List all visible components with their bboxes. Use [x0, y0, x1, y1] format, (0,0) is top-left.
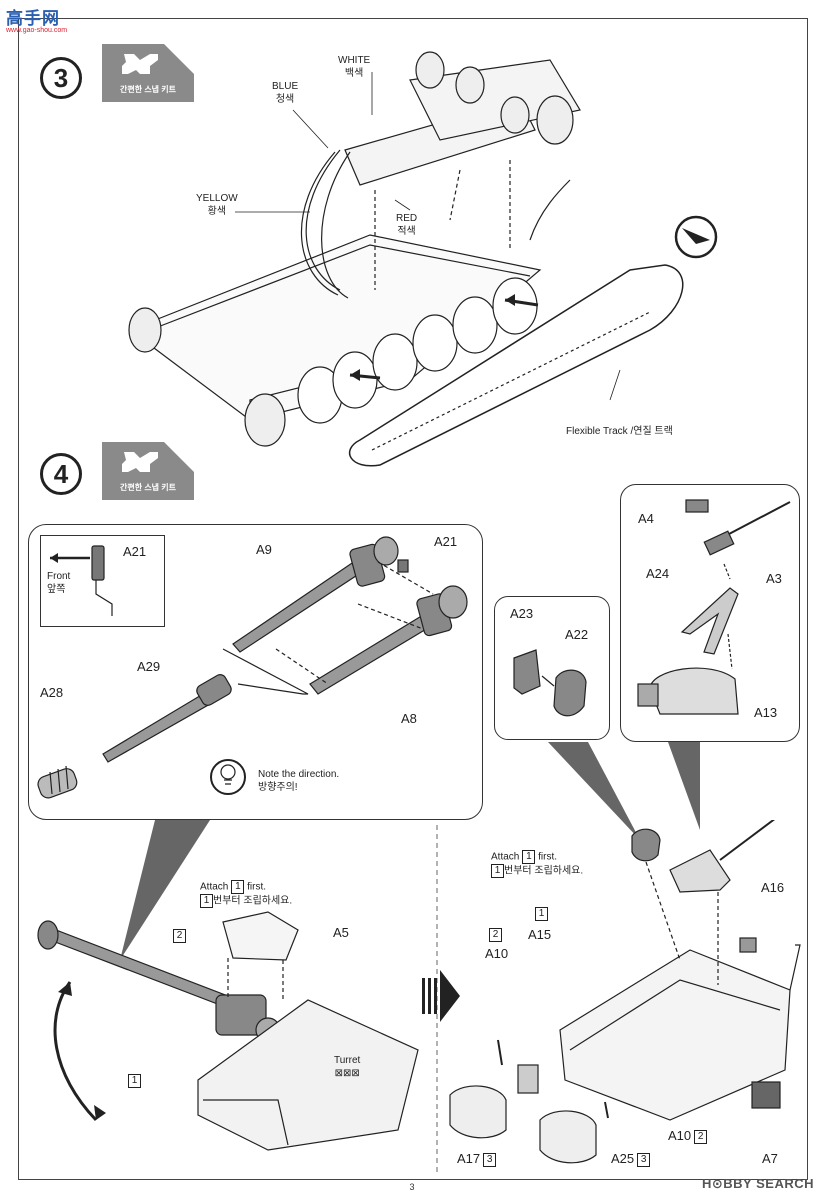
part-a5: A5 [333, 925, 349, 940]
part-a21: A21 [434, 534, 458, 549]
hull-box-2: 2 [486, 926, 502, 942]
watermark-logo: 高手网 www.gao-shou.com [6, 4, 67, 34]
part-a16: A16 [761, 880, 785, 895]
part-a4: A4 [638, 511, 654, 526]
page-number: 3 [409, 1182, 415, 1192]
part-a21-detail: A21 [123, 544, 147, 559]
part-a13: A13 [754, 705, 778, 720]
watermark-url: www.gao-shou.com [6, 27, 68, 34]
label-flexible-track: Flexible Track /연질 트랙 [566, 426, 673, 437]
snap-kit-badge-icon [102, 44, 194, 102]
part-a10-top: A10 [485, 946, 509, 961]
turret-label: Turret⊠⊠⊠ [334, 1055, 361, 1079]
part-a24: A24 [646, 566, 670, 581]
snap-kit-badge-icon [102, 442, 194, 500]
part-a23: A23 [510, 606, 534, 621]
badge-text: 간편한 스냅 키트 [120, 483, 176, 492]
gun-assembly-illustration [37, 536, 468, 799]
badge-text: 간편한 스냅 키트 [120, 85, 176, 94]
snap-kit-badge-step3: 간편한 스냅 키트 [102, 44, 194, 102]
note-direction: Note the direction.방향주의! [258, 769, 340, 793]
part-a22: A22 [565, 627, 589, 642]
machine-gun-illustration [637, 499, 791, 715]
part-a29: A29 [137, 659, 161, 674]
hull-box-1: 1 [532, 905, 548, 921]
step-4-number: 4 [40, 453, 82, 495]
hull-illustration [449, 820, 801, 1164]
part-a3: A3 [766, 571, 782, 586]
turret-box-2: 2 [170, 927, 186, 943]
mantlet-illustration [513, 649, 587, 717]
step-3-number: 3 [40, 57, 82, 99]
page-frame [18, 18, 808, 1180]
step3-chassis-illustration [128, 51, 718, 467]
snap-kit-badge-step4: 간편한 스냅 키트 [102, 442, 194, 500]
turret-illustration [37, 911, 419, 1151]
part-a7: A7 [762, 1151, 778, 1166]
part-a28: A28 [40, 685, 64, 700]
mantlet-panel [494, 596, 610, 740]
watermark-title: 高手网 [6, 9, 60, 28]
turret-box-1: 1 [125, 1072, 141, 1088]
part-a9: A9 [256, 542, 272, 557]
part-a8: A8 [401, 711, 417, 726]
watermark-hobby-search: H⊙BBY SEARCH [702, 1176, 814, 1191]
part-a15: A15 [528, 927, 552, 942]
